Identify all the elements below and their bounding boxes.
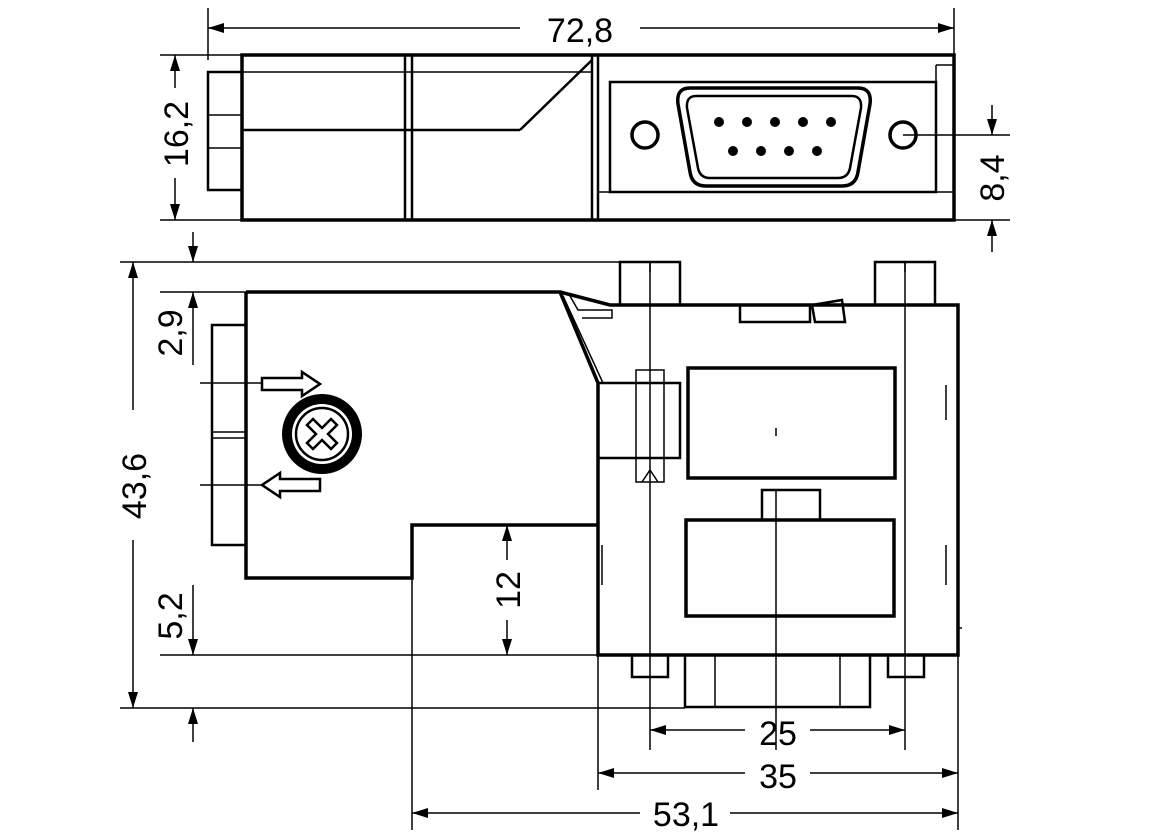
- bottom-connector: [683, 653, 872, 709]
- dim-label-connector-height: 8,4: [974, 154, 1012, 201]
- dim-overall-width: 72,8: [207, 8, 955, 60]
- dim-label-housing-width: 35: [759, 758, 797, 796]
- dim-top-height: 16,2: [158, 54, 242, 221]
- dim-side-height: 43,6: [116, 261, 685, 709]
- window-lower: [684, 518, 896, 618]
- dim-top-offset: 2,9: [152, 232, 246, 365]
- dim-label-top-height: 16,2: [158, 101, 196, 167]
- dim-housing-width: 35: [597, 655, 959, 830]
- side-housing: [246, 290, 960, 657]
- dim-pin-spacing: 25: [650, 715, 905, 753]
- arrow-right-icon: [260, 369, 323, 399]
- dim-label-step-height: 12: [490, 571, 528, 609]
- dim-label-total-depth: 53,1: [653, 796, 719, 834]
- side-lever: [596, 381, 682, 460]
- side-view: [200, 260, 962, 750]
- mount-hole-left: [630, 120, 660, 150]
- arrow-left-icon: [259, 470, 322, 500]
- dim-step-height: 12: [490, 525, 528, 655]
- side-left-tab: [210, 323, 248, 547]
- dim-bottom-offset: 5,2: [152, 585, 598, 742]
- dsub-connector-icon: [676, 86, 872, 188]
- top-view: [206, 53, 956, 222]
- dim-total-depth: 53,1: [411, 578, 958, 834]
- dim-label-pin-spacing: 25: [759, 715, 797, 753]
- dim-label-bottom-offset: 5,2: [152, 592, 190, 639]
- dim-label-overall-width: 72,8: [547, 12, 613, 50]
- dim-label-top-offset: 2,9: [152, 309, 190, 356]
- top-left-tab: [206, 70, 244, 192]
- dim-connector-height: 8,4: [903, 105, 1012, 252]
- dim-label-side-height: 43,6: [116, 453, 154, 519]
- window-upper: [686, 366, 897, 480]
- screw-icon: [282, 394, 362, 474]
